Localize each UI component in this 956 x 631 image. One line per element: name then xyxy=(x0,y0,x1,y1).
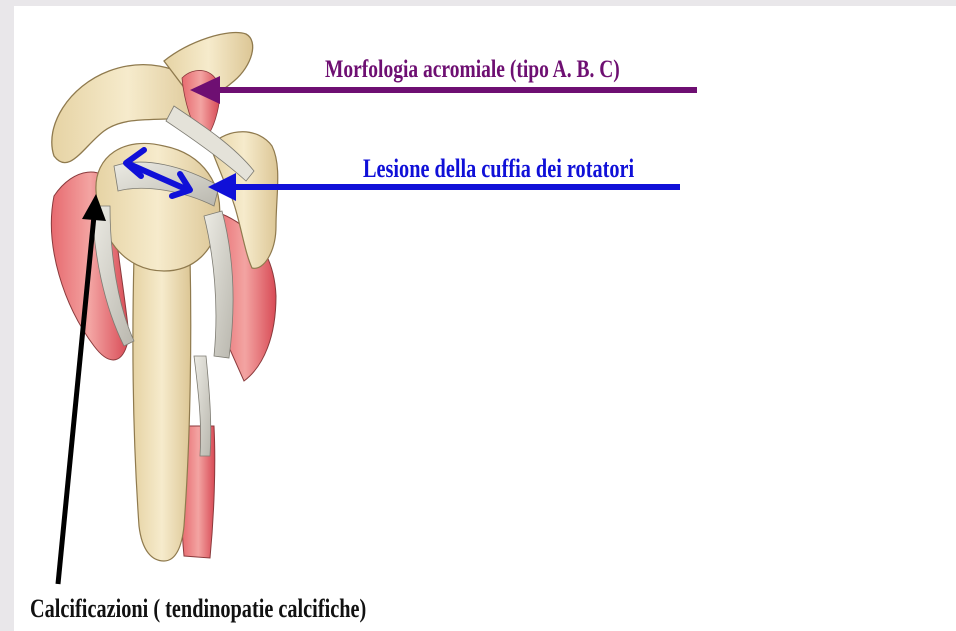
rotator-cuff-lesion-label: Lesione della cuffia dei rotatori xyxy=(363,154,634,184)
shoulder-anatomy-illustration xyxy=(14,6,956,631)
calcifications-label: Calcificazioni ( tendinopatie calcifiche… xyxy=(30,594,366,624)
humerus-shaft xyxy=(133,256,191,561)
acromial-morphology-label: Morfologia acromiale (tipo A. B. C) xyxy=(325,56,620,84)
figure-canvas: Morfologia acromiale (tipo A. B. C) Lesi… xyxy=(14,6,956,631)
